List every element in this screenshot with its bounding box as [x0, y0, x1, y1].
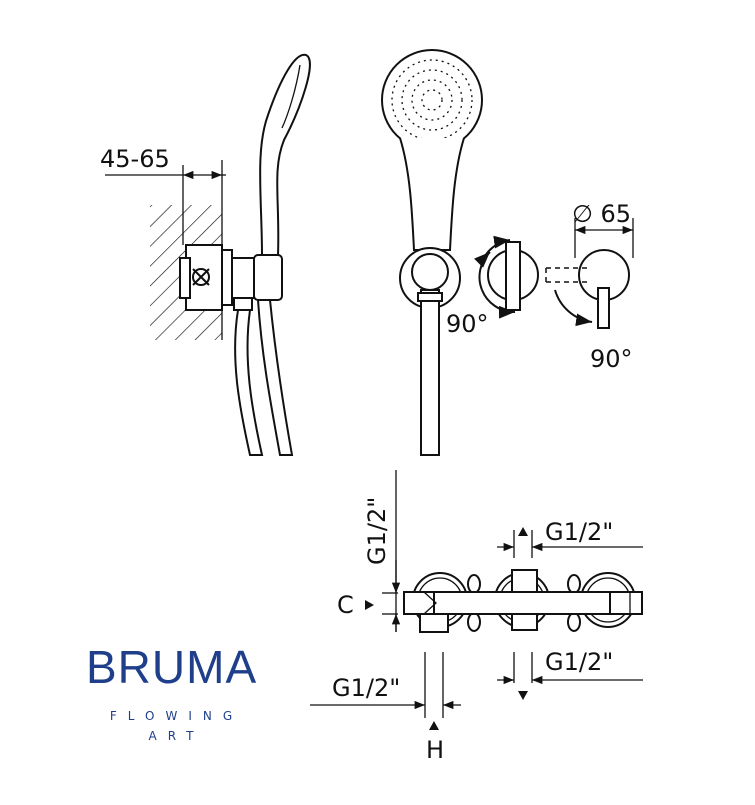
brand-tagline-1: FLOWING [109, 709, 244, 723]
rotation-left-label: 90° [446, 310, 489, 338]
valve-rotation-right: ∅ 65 90° [545, 200, 634, 373]
side-view: 45-65 [100, 53, 311, 456]
thread-vertical-label: G1/2" [363, 497, 391, 565]
diameter-label: ∅ 65 [572, 200, 631, 228]
brand-logo: BRUMA FLOWING ART [86, 644, 256, 746]
label-c: C [337, 591, 354, 619]
brand-tagline-2: ART [148, 729, 205, 743]
valve-rotation-left: 90° [446, 235, 539, 338]
brand-name: BRUMA [86, 641, 258, 693]
mixer-top-view: G1/2" C G1/2" G1/2" G1/2" H [310, 470, 643, 764]
wall-depth-label: 45-65 [100, 145, 170, 173]
label-h: H [426, 736, 444, 764]
front-handset-view [381, 49, 483, 456]
thread-bottom-left-label: G1/2" [332, 674, 400, 702]
thread-top-right-label: G1/2" [545, 518, 613, 546]
thread-bottom-right-label: G1/2" [545, 648, 613, 676]
rotation-right-label: 90° [590, 345, 633, 373]
